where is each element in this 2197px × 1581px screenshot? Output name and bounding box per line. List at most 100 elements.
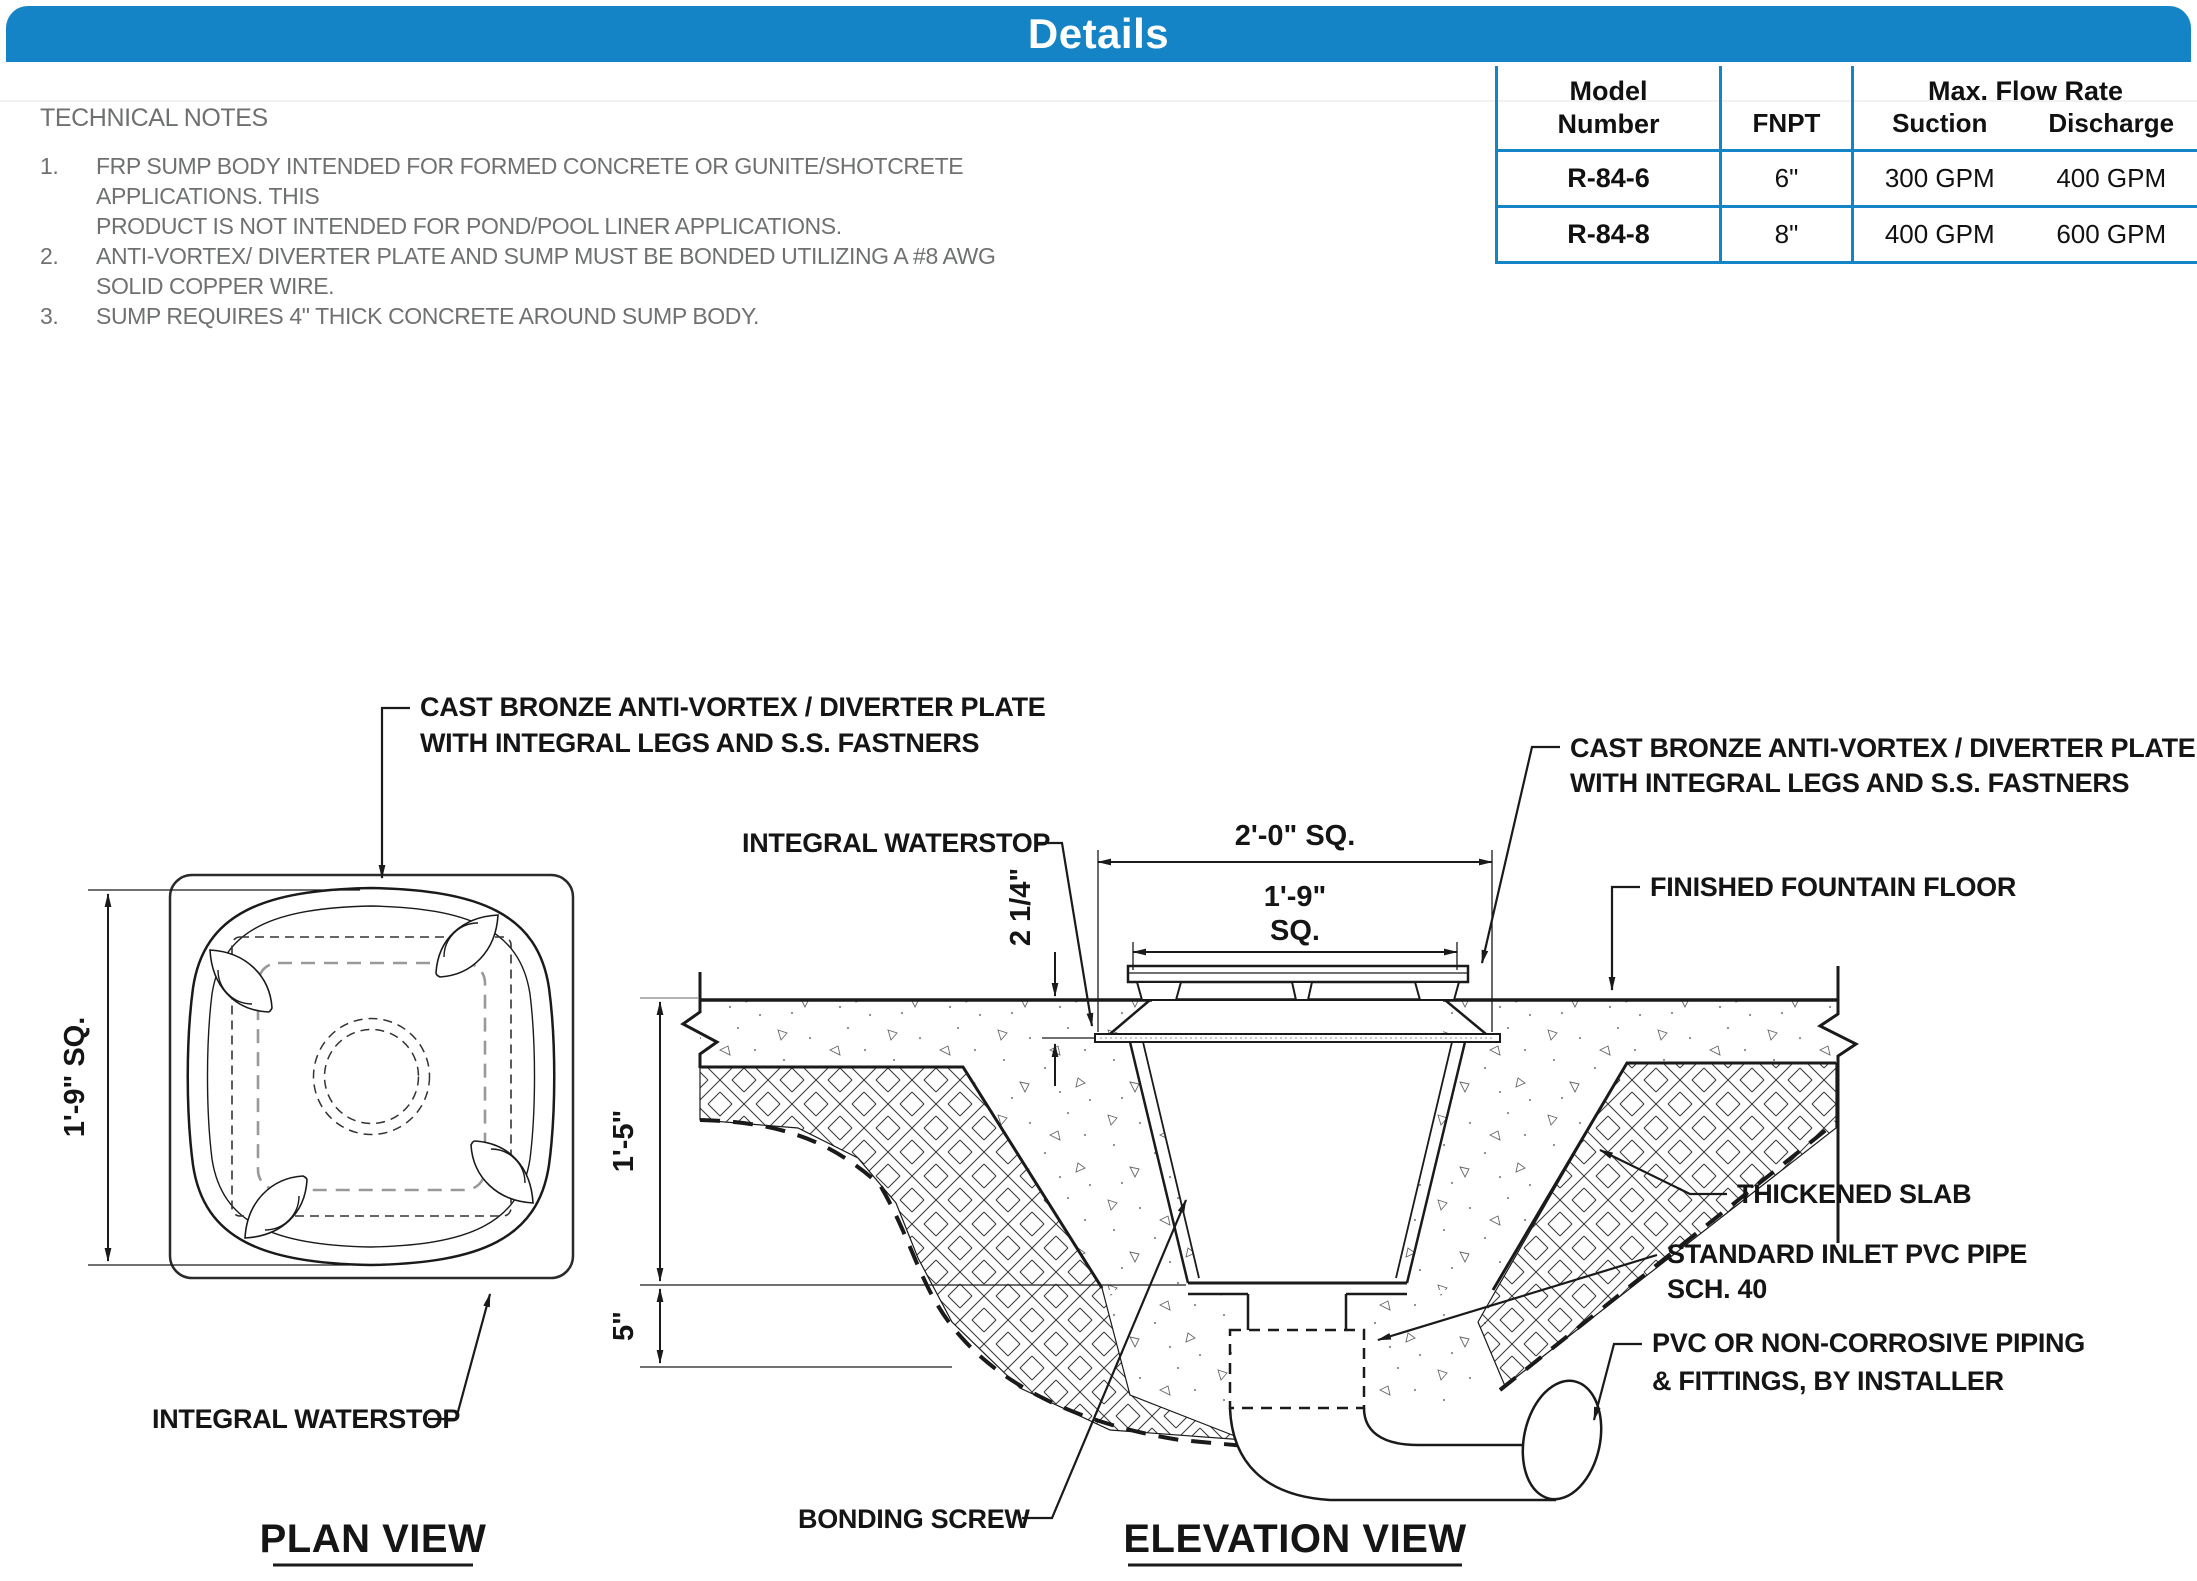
sump-hidden-outline: [231, 936, 512, 1217]
fnpt-cell: 6": [1719, 152, 1851, 205]
suction-cell: 300 GPM: [1884, 163, 1995, 193]
flow-sub-headers: Suction Discharge: [1854, 107, 2197, 149]
elevation-leaders: [1022, 745, 1727, 1520]
plate-leg-center: [1290, 981, 1314, 1001]
sump-wall-outer-right: [1405, 1041, 1467, 1284]
plate-leg-right: [1413, 981, 1461, 1001]
leader-bonding: [1022, 1199, 1188, 1520]
label-integral-waterstop: INTEGRAL WATERSTOP: [742, 828, 1050, 858]
note-item: 3. SUMP REQUIRES 4" THICK CONCRETE AROUN…: [40, 301, 1020, 331]
leader-waterstop: [1038, 841, 1094, 1027]
flow-group-label: Max. Flow Rate: [1927, 76, 2124, 106]
note-text: SUMP REQUIRES 4" THICK CONCRETE AROUND S…: [96, 301, 1020, 331]
sump-wall-outer-left: [1128, 1041, 1190, 1284]
label-inlet-line2: SCH. 40: [1667, 1274, 1767, 1304]
plan-label-plate-line1: CAST BRONZE ANTI-VORTEX / DIVERTER PLATE: [420, 692, 1046, 722]
col-flow-header: Max. Flow Rate Suction Discharge: [1851, 66, 2197, 149]
elbow-outer-curve: [1228, 1407, 1556, 1502]
plan-title: PLAN VIEW: [260, 1517, 487, 1561]
label-pvc-line1: PVC OR NON-CORROSIVE PIPING: [1652, 1328, 2085, 1358]
note-line: ANTI-VORTEX/ DIVERTER PLATE AND SUMP MUS…: [96, 243, 996, 299]
discharge-cell: 400 GPM: [2056, 163, 2167, 193]
suction-header: Suction: [1892, 108, 1988, 138]
label-thickened-slab: THICKENED SLAB: [1737, 1179, 1971, 1209]
plate-slab: [1126, 964, 1470, 984]
note-line: SUMP REQUIRES 4" THICK CONCRETE AROUND S…: [96, 303, 759, 329]
model-header-line1: Model: [1569, 75, 1648, 106]
plan-leaders: [378, 706, 492, 1421]
sump-body: [1094, 999, 1501, 1296]
note-item: 2. ANTI-VORTEX/ DIVERTER PLATE AND SUMP …: [40, 241, 1020, 301]
sump-shell-bottom-mask: [1188, 1278, 1407, 1294]
model-header-line2: Number: [1557, 108, 1660, 139]
dim-waterstop-text: 2 1/4": [1005, 868, 1037, 946]
col-fnpt-header: FNPT: [1719, 66, 1851, 149]
page-header: Details: [6, 6, 2191, 62]
anti-vortex-plate-elevation: [1126, 964, 1470, 1001]
label-plate-line2: WITH INTEGRAL LEGS AND S.S. FASTNERS: [1570, 768, 2129, 798]
leader-plate-plan: [378, 706, 410, 879]
plan-dimension: [88, 889, 360, 1266]
label-bonding-screw: BONDING SCREW: [798, 1504, 1030, 1534]
plan-view: 1'-9" SQ. CAST BRONZE ANTI-VORTEX / DIVE…: [59, 692, 1046, 1567]
dim-depth-text: 1'-5": [608, 1110, 640, 1173]
header-divider: [0, 100, 2197, 102]
coupler-mask: [1232, 1330, 1362, 1408]
notes-heading: TECHNICAL NOTES: [40, 104, 268, 132]
leader-floor: [1608, 885, 1640, 991]
table-row: R-84-6 6" 300 GPM 400 GPM: [1495, 152, 2197, 208]
label-finished-floor: FINISHED FOUNTAIN FLOOR: [1650, 872, 2016, 902]
dim-base-text: 5": [608, 1311, 640, 1341]
plate-leg-left: [1135, 981, 1183, 1001]
pipe-end-opening: [1521, 1379, 1603, 1501]
outlet-stub: [1248, 1294, 1346, 1332]
flow-rate-table: Model Number FNPT Max. Flow Rate Suction…: [1495, 66, 2197, 264]
label-plate-line1: CAST BRONZE ANTI-VORTEX / DIVERTER PLATE: [1570, 733, 2196, 763]
leader-plate: [1480, 745, 1560, 964]
fnpt-cell: 8": [1719, 208, 1851, 261]
rim-slant-left: [1109, 999, 1151, 1035]
note-text: FRP SUMP BODY INTENDED FOR FORMED CONCRE…: [96, 151, 1020, 241]
slab-top-right-line: [1491, 1061, 1836, 1291]
rim-slant-right: [1444, 999, 1487, 1035]
plan-dim-side-text: 1'-9" SQ.: [59, 1017, 91, 1138]
leader-slab: [1599, 1149, 1727, 1196]
discharge-cell: 600 GPM: [2056, 219, 2167, 249]
sump-hidden-inner: [256, 961, 487, 1192]
fnpt-header-label: FNPT: [1752, 108, 1821, 138]
dim-plate-text-1: 1'-9": [1264, 881, 1327, 913]
page-title: Details: [1027, 10, 1170, 57]
elevation-title: ELEVATION VIEW: [1123, 1517, 1466, 1561]
break-line-left: [680, 972, 720, 1068]
note-text: ANTI-VORTEX/ DIVERTER PLATE AND SUMP MUS…: [96, 241, 1020, 301]
leader-waterstop-plan: [428, 1293, 492, 1421]
dim-plate-text-2: SQ.: [1270, 915, 1320, 947]
outlet-hidden-circle-inner: [323, 1028, 420, 1125]
label-pvc-line2: & FITTINGS, BY INSTALLER: [1652, 1366, 2004, 1396]
note-number: 1.: [40, 153, 59, 179]
col-model-header: Model Number: [1498, 66, 1719, 149]
thickened-slab-left: [699, 1066, 1246, 1441]
note-number: 2.: [40, 243, 59, 269]
leader-pvc: [1592, 1342, 1642, 1421]
plan-label-plate-line2: WITH INTEGRAL LEGS AND S.S. FASTNERS: [420, 728, 979, 758]
excavation-dashed-left: [699, 1118, 1246, 1448]
model-cell: R-84-6: [1567, 163, 1650, 193]
flow-cells: 300 GPM 400 GPM: [1851, 152, 2197, 205]
elevation-dimensions: [640, 850, 1493, 1368]
note-item: 1. FRP SUMP BODY INTENDED FOR FORMED CON…: [40, 151, 1020, 241]
sump-wall-inner-right: [1395, 1041, 1453, 1279]
note-line: PRODUCT IS NOT INTENDED FOR POND/POOL LI…: [96, 213, 842, 239]
table-row: R-84-8 8" 400 GPM 600 GPM: [1495, 208, 2197, 264]
plate-inner-outline: [206, 905, 536, 1248]
outlet-hidden-circle-outer: [312, 1017, 431, 1136]
table-header-row: Model Number FNPT Max. Flow Rate Suction…: [1495, 66, 2197, 152]
discharge-header: Discharge: [2048, 108, 2175, 138]
plan-label-waterstop: INTEGRAL WATERSTOP: [152, 1404, 460, 1434]
slab-top-left-line: [700, 1065, 1104, 1289]
note-number: 3.: [40, 303, 59, 329]
label-inlet-line1: STANDARD INLET PVC PIPE: [1667, 1239, 2027, 1269]
model-cell: R-84-8: [1567, 219, 1650, 249]
elevation-view: 2'-0" SQ. 1'-9" SQ. 2 1/4" 1'-5" 5" INTE…: [608, 733, 2196, 1567]
break-line-right: [1817, 966, 1859, 1243]
